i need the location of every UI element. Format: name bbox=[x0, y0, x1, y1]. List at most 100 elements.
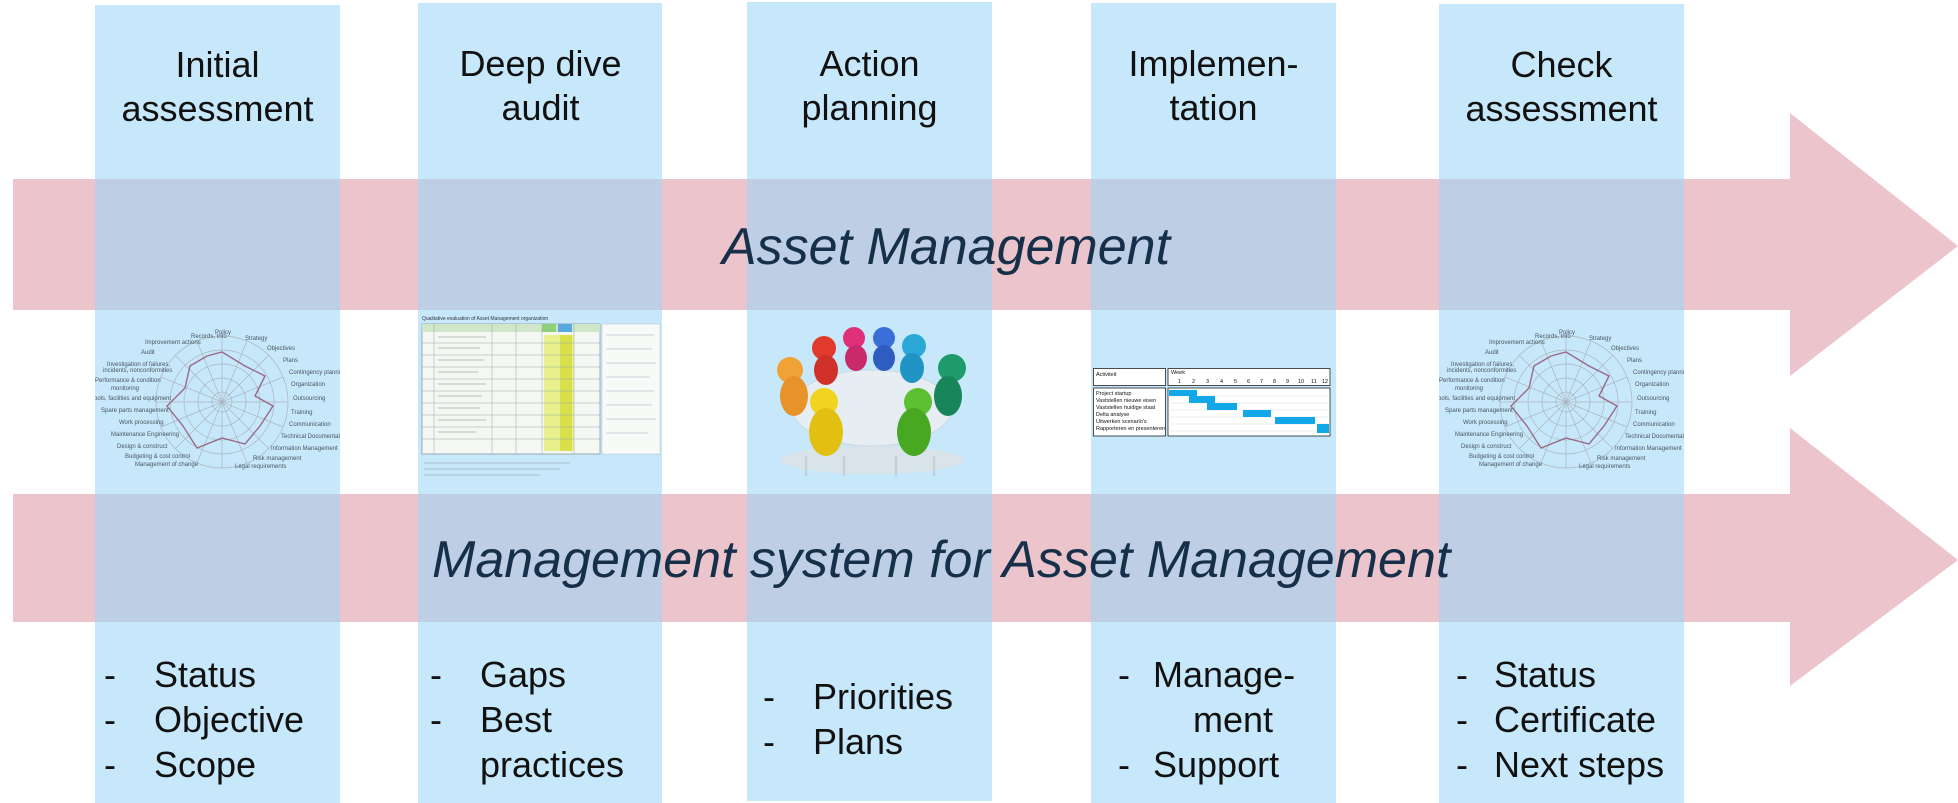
list-item: -Status bbox=[104, 654, 257, 695]
svg-text:Improvement actions: Improvement actions bbox=[145, 340, 201, 346]
svg-text:Project startup: Project startup bbox=[1096, 391, 1131, 397]
svg-text:Week: Week bbox=[1171, 370, 1185, 376]
asset-management-label: Asset Management bbox=[722, 218, 1171, 276]
svg-text:monitoring: monitoring bbox=[111, 386, 139, 392]
svg-text:monitoring: monitoring bbox=[1455, 386, 1483, 392]
svg-text:9: 9 bbox=[1286, 379, 1289, 385]
svg-text:Investigation of failures,: Investigation of failures, bbox=[107, 362, 170, 368]
svg-text:Technical Documentation: Technical Documentation bbox=[1625, 434, 1684, 440]
svg-text:Spare parts management: Spare parts management bbox=[1445, 408, 1513, 414]
svg-text:Outsourcing: Outsourcing bbox=[293, 396, 325, 402]
svg-text:Rapporteren en presenteren: Rapporteren en presenteren bbox=[1096, 426, 1165, 432]
svg-text:Technical Documentation: Technical Documentation bbox=[281, 434, 340, 440]
svg-text:Records, Info: Records, Info bbox=[1535, 334, 1571, 340]
round-table-figures-image bbox=[777, 327, 966, 476]
svg-text:Strategy: Strategy bbox=[1589, 336, 1611, 342]
svg-text:Audit: Audit bbox=[1485, 350, 1499, 356]
svg-text:Uitwerken scenario's: Uitwerken scenario's bbox=[1096, 419, 1147, 425]
svg-text:Work processing: Work processing bbox=[1463, 420, 1508, 426]
title-action-planning: Action planning bbox=[801, 43, 938, 128]
svg-text:Delta analyse: Delta analyse bbox=[1096, 412, 1129, 418]
svg-text:Strategy: Strategy bbox=[245, 336, 267, 342]
bullets-implementation: -Manage- ment -Support bbox=[1110, 652, 1295, 787]
svg-text:12: 12 bbox=[1322, 379, 1328, 385]
svg-text:Legal requirements: Legal requirements bbox=[235, 464, 286, 470]
svg-text:Plans: Plans bbox=[1627, 358, 1642, 364]
svg-text:Tools, facilities and equipmen: Tools, facilities and equipment bbox=[95, 396, 171, 402]
list-item: ment bbox=[1193, 699, 1274, 740]
svg-text:incidents, nonconformities: incidents, nonconformities bbox=[103, 368, 172, 374]
title-implementation: Implemen- tation bbox=[1128, 43, 1299, 128]
svg-text:Improvement actions: Improvement actions bbox=[1489, 340, 1545, 346]
management-system-label: Management system for Asset Management bbox=[432, 531, 1451, 589]
svg-text:Legal requirements: Legal requirements bbox=[1579, 464, 1630, 470]
title-check-assessment: Check assessment bbox=[1465, 44, 1658, 129]
svg-text:1: 1 bbox=[1178, 379, 1181, 385]
svg-text:Management of change: Management of change bbox=[135, 462, 199, 468]
svg-text:Design & construct: Design & construct bbox=[1461, 444, 1512, 450]
svg-text:Training: Training bbox=[291, 410, 312, 416]
svg-text:Policy: Policy bbox=[215, 330, 231, 336]
list-item: -Scope bbox=[104, 744, 257, 785]
svg-text:Design & construct: Design & construct bbox=[117, 444, 168, 450]
svg-text:Performance & condition: Performance & condition bbox=[95, 378, 161, 384]
svg-text:Vaststellen nieuwe eisen: Vaststellen nieuwe eisen bbox=[1096, 398, 1156, 404]
list-item: -Gaps bbox=[430, 654, 567, 695]
bullets-check-assessment: -Status -Certificate -Next steps bbox=[1448, 652, 1664, 787]
svg-text:Organization: Organization bbox=[291, 382, 325, 388]
svg-text:2: 2 bbox=[1192, 379, 1195, 385]
svg-text:Risk management: Risk management bbox=[1597, 456, 1646, 462]
svg-text:8: 8 bbox=[1273, 379, 1276, 385]
svg-text:Organization: Organization bbox=[1635, 382, 1669, 388]
list-item: -Plans bbox=[763, 721, 904, 762]
svg-text:5: 5 bbox=[1234, 379, 1237, 385]
svg-text:Spare parts management: Spare parts management bbox=[101, 408, 169, 414]
bullets-action-planning: -Priorities -Plans bbox=[755, 674, 953, 764]
svg-text:4: 4 bbox=[1220, 379, 1223, 385]
svg-text:Performance & condition: Performance & condition bbox=[1439, 378, 1505, 384]
svg-text:Risk management: Risk management bbox=[253, 456, 302, 462]
svg-text:Policy: Policy bbox=[1559, 330, 1575, 336]
svg-text:Maintenance Engineering: Maintenance Engineering bbox=[1455, 432, 1523, 438]
bullets-initial-assessment: -Status -Objective -Scope bbox=[96, 652, 304, 787]
title-initial-assessment: Initial assessment bbox=[121, 44, 314, 129]
list-item: -Certificate bbox=[1456, 699, 1657, 740]
svg-text:Training: Training bbox=[1635, 410, 1656, 416]
svg-text:Budgeting & cost control: Budgeting & cost control bbox=[1469, 454, 1534, 460]
list-item: -Best bbox=[430, 699, 553, 740]
svg-text:Contingency planning: Contingency planning bbox=[289, 370, 340, 376]
svg-text:Activiteit: Activiteit bbox=[1096, 372, 1117, 378]
svg-text:3: 3 bbox=[1206, 379, 1209, 385]
svg-text:Management of change: Management of change bbox=[1479, 462, 1543, 468]
list-item: -Status bbox=[1456, 654, 1597, 695]
svg-text:10: 10 bbox=[1298, 379, 1304, 385]
svg-text:Vaststellen huidige staat: Vaststellen huidige staat bbox=[1096, 405, 1156, 411]
svg-text:incidents, nonconformities: incidents, nonconformities bbox=[1447, 368, 1516, 374]
svg-text:Objectives: Objectives bbox=[267, 346, 295, 352]
list-item: -Objective bbox=[104, 699, 305, 740]
svg-text:Work processing: Work processing bbox=[119, 420, 164, 426]
svg-text:Communication: Communication bbox=[1633, 422, 1675, 428]
svg-text:Outsourcing: Outsourcing bbox=[1637, 396, 1669, 402]
list-item: -Manage- bbox=[1118, 654, 1296, 695]
svg-text:Investigation of failures,: Investigation of failures, bbox=[1451, 362, 1514, 368]
svg-text:Information Management: Information Management bbox=[271, 446, 338, 452]
spreadsheet-image: Qualitative evaluation of Asset Manageme… bbox=[421, 316, 661, 476]
svg-text:Information Management: Information Management bbox=[1615, 446, 1682, 452]
list-item: practices bbox=[480, 744, 625, 785]
list-item: -Support bbox=[1118, 744, 1280, 785]
svg-text:Objectives: Objectives bbox=[1611, 346, 1639, 352]
bullets-deep-dive-audit: -Gaps -Best practices bbox=[422, 652, 624, 787]
svg-text:Qualitative evaluation of Asse: Qualitative evaluation of Asset Manageme… bbox=[422, 316, 548, 322]
svg-text:Communication: Communication bbox=[289, 422, 331, 428]
svg-text:11: 11 bbox=[1311, 379, 1317, 385]
title-deep-dive-audit: Deep dive audit bbox=[459, 43, 622, 128]
svg-text:Plans: Plans bbox=[283, 358, 298, 364]
svg-text:Contingency planning: Contingency planning bbox=[1633, 370, 1684, 376]
svg-text:6: 6 bbox=[1247, 379, 1250, 385]
svg-text:Budgeting & cost control: Budgeting & cost control bbox=[125, 454, 190, 460]
svg-text:Records, Info: Records, Info bbox=[191, 334, 227, 340]
